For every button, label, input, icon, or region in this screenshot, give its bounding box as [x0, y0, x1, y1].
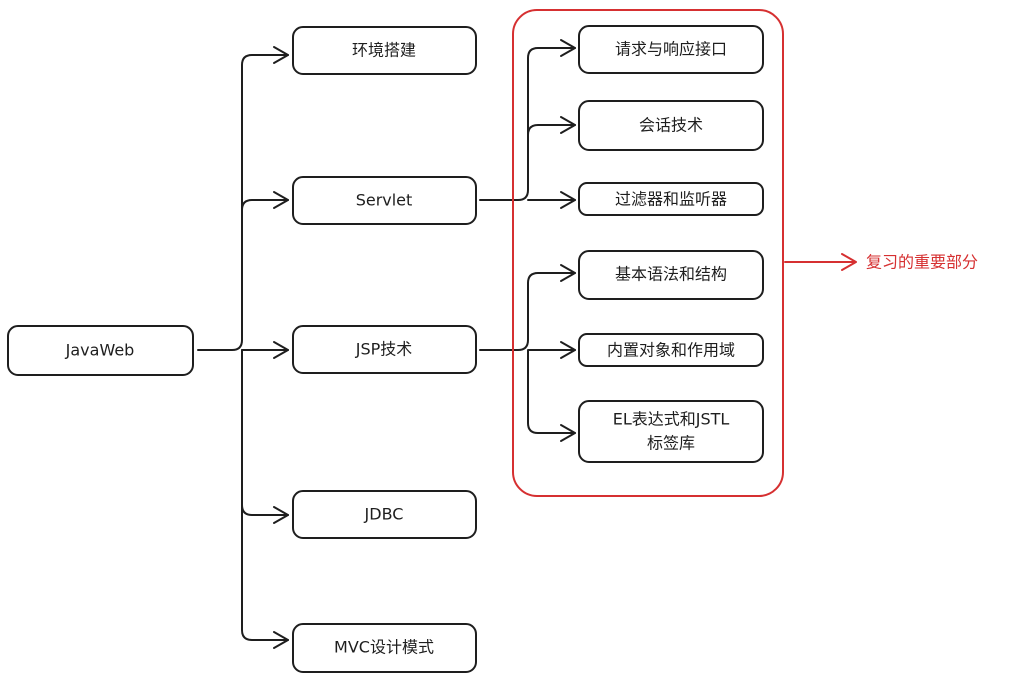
callout-label: 复习的重要部分 [866, 253, 978, 272]
branch-node-env-label: 环境搭建 [352, 41, 416, 60]
jsp-child-syntax[interactable]: 基本语法和结构 [578, 250, 764, 300]
arrowhead-request [560, 39, 576, 57]
jsp-child-syntax-label: 基本语法和结构 [615, 265, 727, 284]
jsp-child-el-label: EL表达式和JSTL [613, 410, 730, 429]
arrowhead-filter [560, 191, 576, 209]
edge-servlet-trunk [479, 47, 576, 201]
branch-node-jdbc-label: JDBC [364, 505, 404, 524]
arrowhead-servlet [273, 191, 289, 209]
jsp-child-builtin-label: 内置对象和作用域 [607, 341, 735, 360]
branch-node-jsp[interactable]: JSP技术 [292, 325, 477, 374]
callout-arrow [784, 253, 857, 271]
arrowhead-jsp [273, 341, 289, 359]
branch-node-jdbc[interactable]: JDBC [292, 490, 477, 539]
arrowhead-el [560, 424, 576, 442]
jsp-child-el-label-line2: 标签库 [647, 434, 695, 453]
branch-node-servlet-label: Servlet [356, 191, 413, 210]
jsp-child-builtin[interactable]: 内置对象和作用域 [578, 333, 764, 367]
root-node[interactable]: JavaWeb [7, 325, 194, 376]
arrowhead-syntax [560, 264, 576, 282]
branch-node-servlet[interactable]: Servlet [292, 176, 477, 225]
arrowhead-env [273, 46, 289, 64]
arrowhead-session [560, 116, 576, 134]
edge-root-trunk [197, 54, 289, 641]
branch-node-env[interactable]: 环境搭建 [292, 26, 477, 75]
edge-jsp-trunk [479, 272, 576, 434]
highlight-box [512, 9, 784, 497]
servlet-edges [479, 39, 576, 209]
jsp-child-el[interactable]: EL表达式和JSTL 标签库 [578, 400, 764, 463]
jsp-edges [479, 264, 576, 442]
arrowhead-mvc [273, 631, 289, 649]
edge-root-servlet [241, 199, 289, 211]
servlet-child-filter[interactable]: 过滤器和监听器 [578, 182, 764, 216]
arrowhead-jdbc [273, 506, 289, 524]
branch-node-mvc-label: MVC设计模式 [334, 638, 434, 657]
branch-node-mvc[interactable]: MVC设计模式 [292, 623, 477, 673]
servlet-child-request[interactable]: 请求与响应接口 [578, 25, 764, 74]
edge-servlet-session [527, 124, 576, 136]
servlet-child-filter-label: 过滤器和监听器 [615, 190, 727, 209]
servlet-child-session-label: 会话技术 [639, 116, 703, 135]
root-edges [197, 46, 289, 649]
arrowhead-builtin [560, 341, 576, 359]
servlet-child-request-label: 请求与响应接口 [615, 40, 727, 59]
branch-node-jsp-label: JSP技术 [355, 340, 413, 359]
root-node-label: JavaWeb [65, 341, 135, 360]
servlet-child-session[interactable]: 会话技术 [578, 100, 764, 151]
edge-root-jdbc [241, 504, 289, 516]
